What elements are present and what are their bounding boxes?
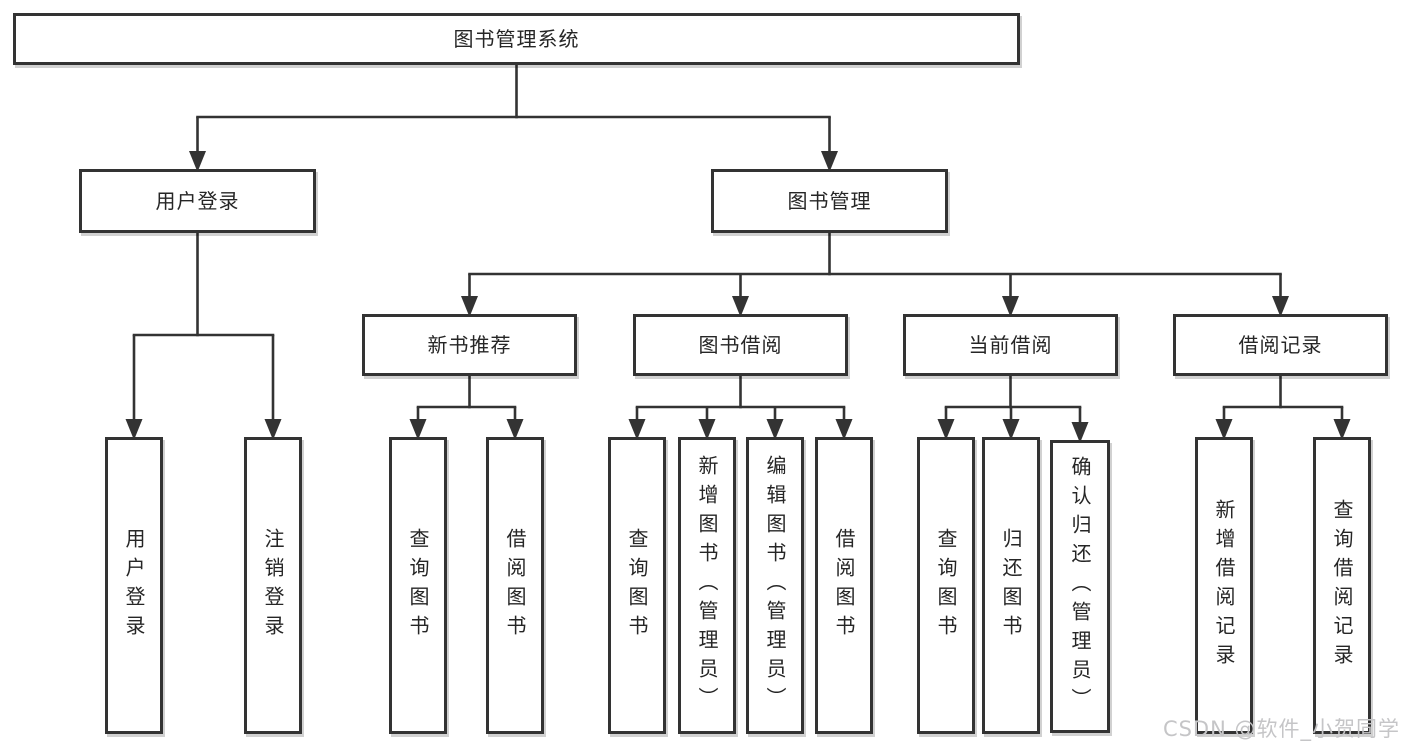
node-query-borrow-record: 查询借阅记录 — [1313, 437, 1371, 734]
node-add-borrow-record: 新增借阅记录 — [1195, 437, 1253, 734]
node-add-books-admin: 新增图书（管理员） — [678, 437, 736, 734]
node-borrow-books-rec: 借阅图书 — [486, 437, 544, 734]
node-user-login: 用户登录 — [79, 169, 316, 233]
node-login-leaf: 用户登录 — [105, 437, 163, 734]
node-query-books-borrow: 查询图书 — [608, 437, 666, 734]
node-new-book-rec: 新书推荐 — [362, 314, 577, 376]
watermark: CSDN @软件_小贺同学 — [1162, 717, 1400, 741]
node-confirm-return-admin: 确认归还（管理员） — [1050, 440, 1110, 733]
node-book-mgmt: 图书管理 — [711, 169, 948, 233]
node-logout-leaf: 注销登录 — [244, 437, 302, 734]
node-current-borrow: 当前借阅 — [903, 314, 1118, 376]
node-query-books-rec: 查询图书 — [389, 437, 447, 734]
node-book-borrow: 图书借阅 — [633, 314, 848, 376]
node-return-books: 归还图书 — [982, 437, 1040, 734]
node-edit-books-admin: 编辑图书（管理员） — [746, 437, 804, 734]
node-borrow-records: 借阅记录 — [1173, 314, 1388, 376]
node-query-books-current: 查询图书 — [917, 437, 975, 734]
node-borrow-books-borrow: 借阅图书 — [815, 437, 873, 734]
node-root: 图书管理系统 — [13, 13, 1020, 65]
